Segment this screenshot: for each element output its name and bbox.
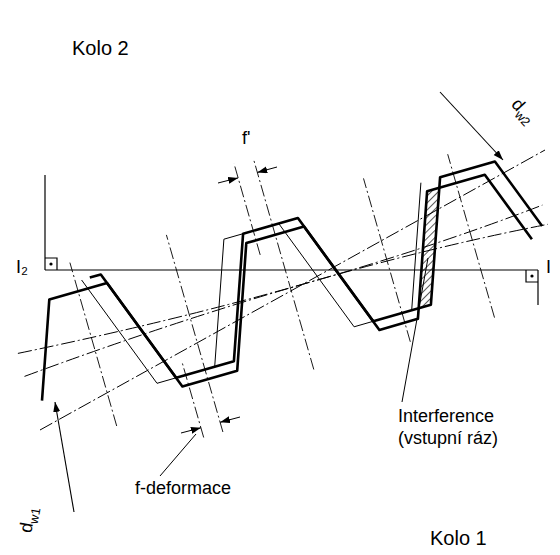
right-angle-mark <box>45 258 57 270</box>
diameter-label: dw2 <box>504 94 540 130</box>
reference-line <box>537 270 538 305</box>
dimension-arrow <box>218 178 238 183</box>
gear-1-profile <box>42 175 532 401</box>
pitch-circle <box>18 205 543 353</box>
line-label: I₂ <box>16 257 28 279</box>
tooth-centerline <box>253 158 314 370</box>
note-label: Interference (vstupní ráz) <box>398 406 530 449</box>
leader-line <box>402 258 428 402</box>
gear-name: Kolo 1 <box>430 526 487 550</box>
diameter-dimension <box>55 402 74 512</box>
gear-2-profile <box>90 162 542 378</box>
reference-line <box>45 269 538 270</box>
leader-line <box>160 434 196 476</box>
line-of-action <box>40 150 545 430</box>
gear-name: Kolo 2 <box>72 36 129 60</box>
line-label: I <box>546 257 551 279</box>
angle-label: f' <box>242 128 250 150</box>
dimension-arrow <box>181 428 201 433</box>
gear-2-undeformed-profile <box>82 183 421 384</box>
tooth-centerline <box>166 235 223 432</box>
diameter-dimension <box>440 92 503 160</box>
note-label: f-deformace <box>135 478 231 500</box>
dimension-arrow <box>220 417 240 422</box>
right-angle-dot <box>530 274 533 277</box>
pitch-circle <box>25 224 548 376</box>
dimension-arrow <box>257 167 277 172</box>
right-angle-mark <box>526 270 538 282</box>
right-angle-dot <box>49 262 52 265</box>
reference-line <box>44 175 45 270</box>
diameter-label: dw1 <box>16 505 45 535</box>
